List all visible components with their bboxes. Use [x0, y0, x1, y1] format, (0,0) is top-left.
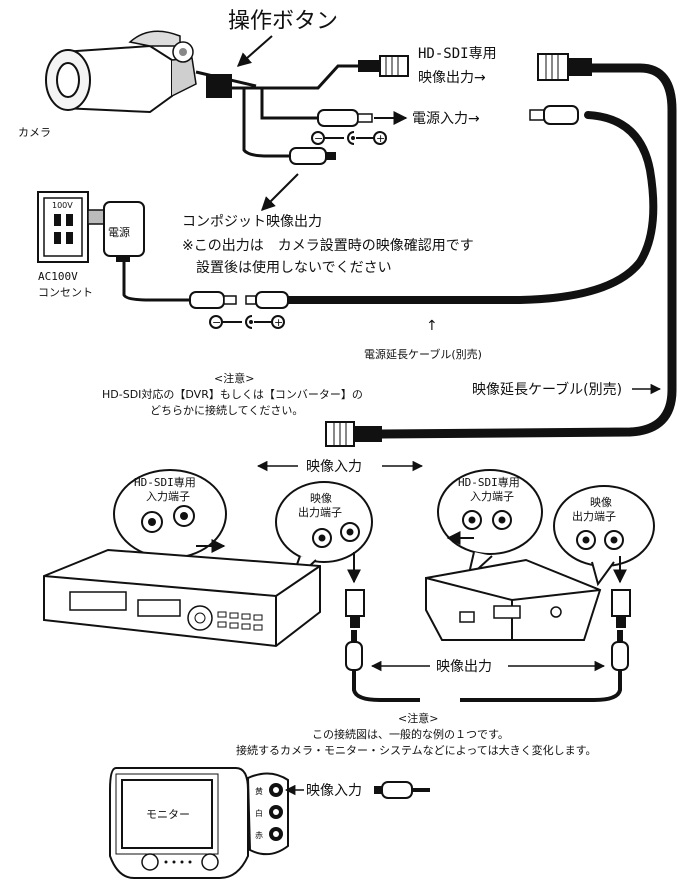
composite-output-label: コンポジット映像出力	[182, 214, 322, 230]
monitor	[109, 767, 249, 879]
power-extension-cable	[254, 111, 658, 304]
video-extension-label: 映像延長ケーブル(別売)	[472, 381, 622, 398]
extension-power-plug	[245, 291, 289, 309]
camera	[45, 30, 257, 114]
adapter-label: 電源	[108, 225, 130, 239]
note1-line1: HD-SDI対応の【DVR】もしくは【コンバーター】の	[102, 387, 363, 401]
converter-output-bubble	[553, 485, 655, 587]
operation-button-label: 操作ボタン	[228, 9, 338, 34]
outlet-label-line1: AC100V	[38, 270, 78, 283]
ac-outlet	[37, 191, 89, 263]
dvr-video-out-label-line2: 出力端子	[298, 505, 342, 519]
monitor-screen-label: モニター	[146, 808, 190, 821]
dvr-video-out-label-line1: 映像	[310, 492, 332, 505]
converter-output-cable	[460, 589, 631, 702]
extension-power-jack	[529, 105, 579, 125]
polarity-plus: +	[376, 132, 385, 145]
power-extension-arrow: ↑	[426, 318, 438, 334]
jack-red-label: 赤	[255, 831, 263, 840]
video-output-label: 映像出力	[436, 659, 492, 675]
note2-line2: 接続するカメラ・モニター・システムなどによっては大きく変化します。	[236, 743, 596, 757]
polarity-plus-2: +	[274, 316, 283, 329]
polarity-minus-2: −	[212, 316, 221, 329]
dvr-hd-sdi-label-line2: 入力端子	[146, 490, 190, 503]
converter-hd-sdi-label-line1: HD-SDI専用	[458, 476, 520, 489]
converter-video-out-label-line1: 映像	[590, 496, 612, 509]
jack-white-label: 白	[255, 808, 263, 818]
outlet-label-line2: コンセント	[38, 286, 93, 299]
note2-line1: この接続図は、一般的な例の１つです。	[312, 727, 509, 741]
power-adapter	[87, 201, 145, 262]
composite-rca-plug	[289, 147, 336, 165]
adapter-cord	[122, 255, 190, 302]
dvr-output-cable	[345, 589, 420, 702]
dvr-recorder	[43, 548, 321, 648]
camera-bnc-connector	[358, 55, 409, 77]
monitor-video-input-label: 映像入力	[306, 783, 362, 799]
composite-note-line2: 設置後は使用しないでください	[196, 259, 392, 276]
outlet-voltage-mark: 100V	[52, 201, 73, 210]
operation-button-arrow	[236, 35, 273, 67]
hd-sdi-output-line1: HD-SDI専用	[418, 46, 497, 62]
video-converter	[425, 558, 602, 641]
jack-yellow-label: 黄	[255, 786, 263, 796]
monitor-jack-panel	[246, 772, 289, 856]
adapter-power-plug	[189, 291, 237, 309]
camera-power-plug	[317, 109, 373, 127]
extension-bnc-connector	[537, 53, 592, 81]
power-input-label: 電源入力→	[412, 111, 480, 127]
composite-pigtail	[242, 88, 290, 158]
monitor-rca-plug	[374, 781, 430, 799]
polarity-symbol-adapter	[209, 315, 285, 329]
power-pigtail	[260, 88, 318, 120]
polarity-symbol-camera	[311, 131, 387, 145]
camera-label: カメラ	[18, 126, 51, 139]
converter-hd-sdi-label-line2: 入力端子	[470, 490, 514, 503]
video-input-label: 映像入力	[306, 459, 362, 475]
polarity-minus: −	[314, 132, 323, 145]
note1-heading: <注意>	[214, 371, 254, 385]
operation-button-box[interactable]	[206, 74, 232, 98]
note1-line2: どちらかに接続してください。	[150, 403, 303, 417]
note2-heading: <注意>	[398, 711, 438, 725]
composite-note-line1: ※この出力は カメラ設置時の映像確認用です	[182, 238, 474, 254]
composite-arrow	[261, 173, 299, 211]
lower-bnc-connector	[325, 421, 382, 447]
hd-sdi-output-line2: 映像出力→	[418, 70, 486, 86]
converter-video-out-label-line2: 出力端子	[572, 509, 616, 523]
power-extension-label: 電源延長ケーブル(別売)	[364, 347, 482, 361]
video-extension-cable	[377, 63, 677, 439]
dvr-hd-sdi-label-line1: HD-SDI専用	[134, 476, 196, 489]
